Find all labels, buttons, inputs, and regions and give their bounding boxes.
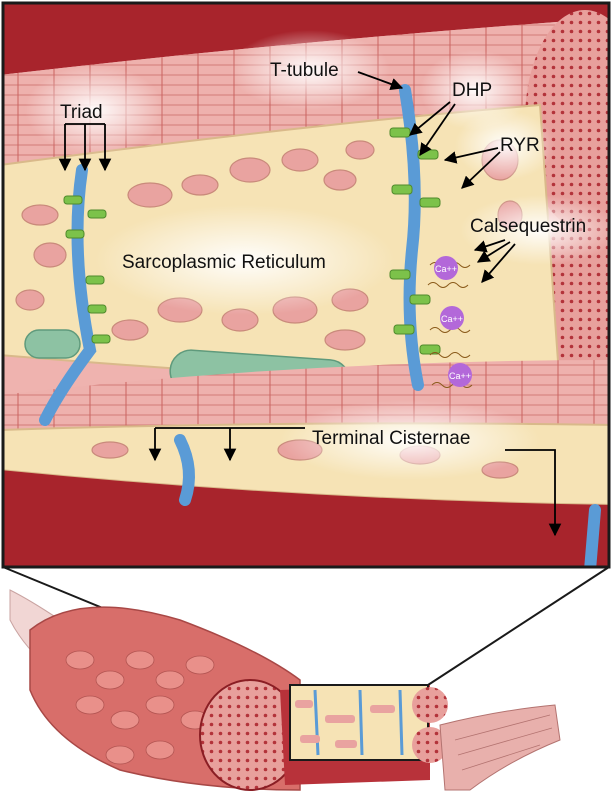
sarcolemma-bottom [4, 470, 608, 566]
label-glows [25, 30, 608, 480]
label-triad: Triad [60, 102, 103, 123]
t-tubule-left [39, 164, 97, 426]
calcium-ion-1: Ca++ [434, 256, 458, 280]
label-sarcoplasmic-reticulum: Sarcoplasmic Reticulum [122, 252, 326, 273]
svg-text:Ca++: Ca++ [441, 314, 463, 324]
magnified-panel-border [1, 1, 611, 569]
svg-text:Ca++: Ca++ [435, 264, 457, 274]
muscle-overview [2, 566, 610, 791]
annotation-arrows [58, 71, 562, 537]
label-t-tubule: T-tubule [270, 60, 339, 81]
t-tubule-center [399, 84, 424, 391]
label-ryr: RYR [500, 135, 540, 156]
t-tubule-lower [174, 434, 195, 506]
t-tubule-right [584, 504, 601, 566]
label-dhp: DHP [452, 80, 492, 101]
channels [63, 127, 441, 355]
magnified-panel: Ca++ Ca++ Ca++ Triad T-tubule DHP RYR Ca… [4, 4, 608, 566]
label-calsequestrin: Calsequestrin [470, 216, 586, 237]
mitochondrion-left [24, 329, 81, 359]
svg-text:Ca++: Ca++ [449, 371, 471, 381]
tendon-right [439, 704, 561, 791]
calcium-ion-3: Ca++ [448, 363, 472, 387]
label-terminal-cisternae: Terminal Cisternae [312, 428, 470, 449]
calcium-ion-2: Ca++ [440, 306, 464, 330]
